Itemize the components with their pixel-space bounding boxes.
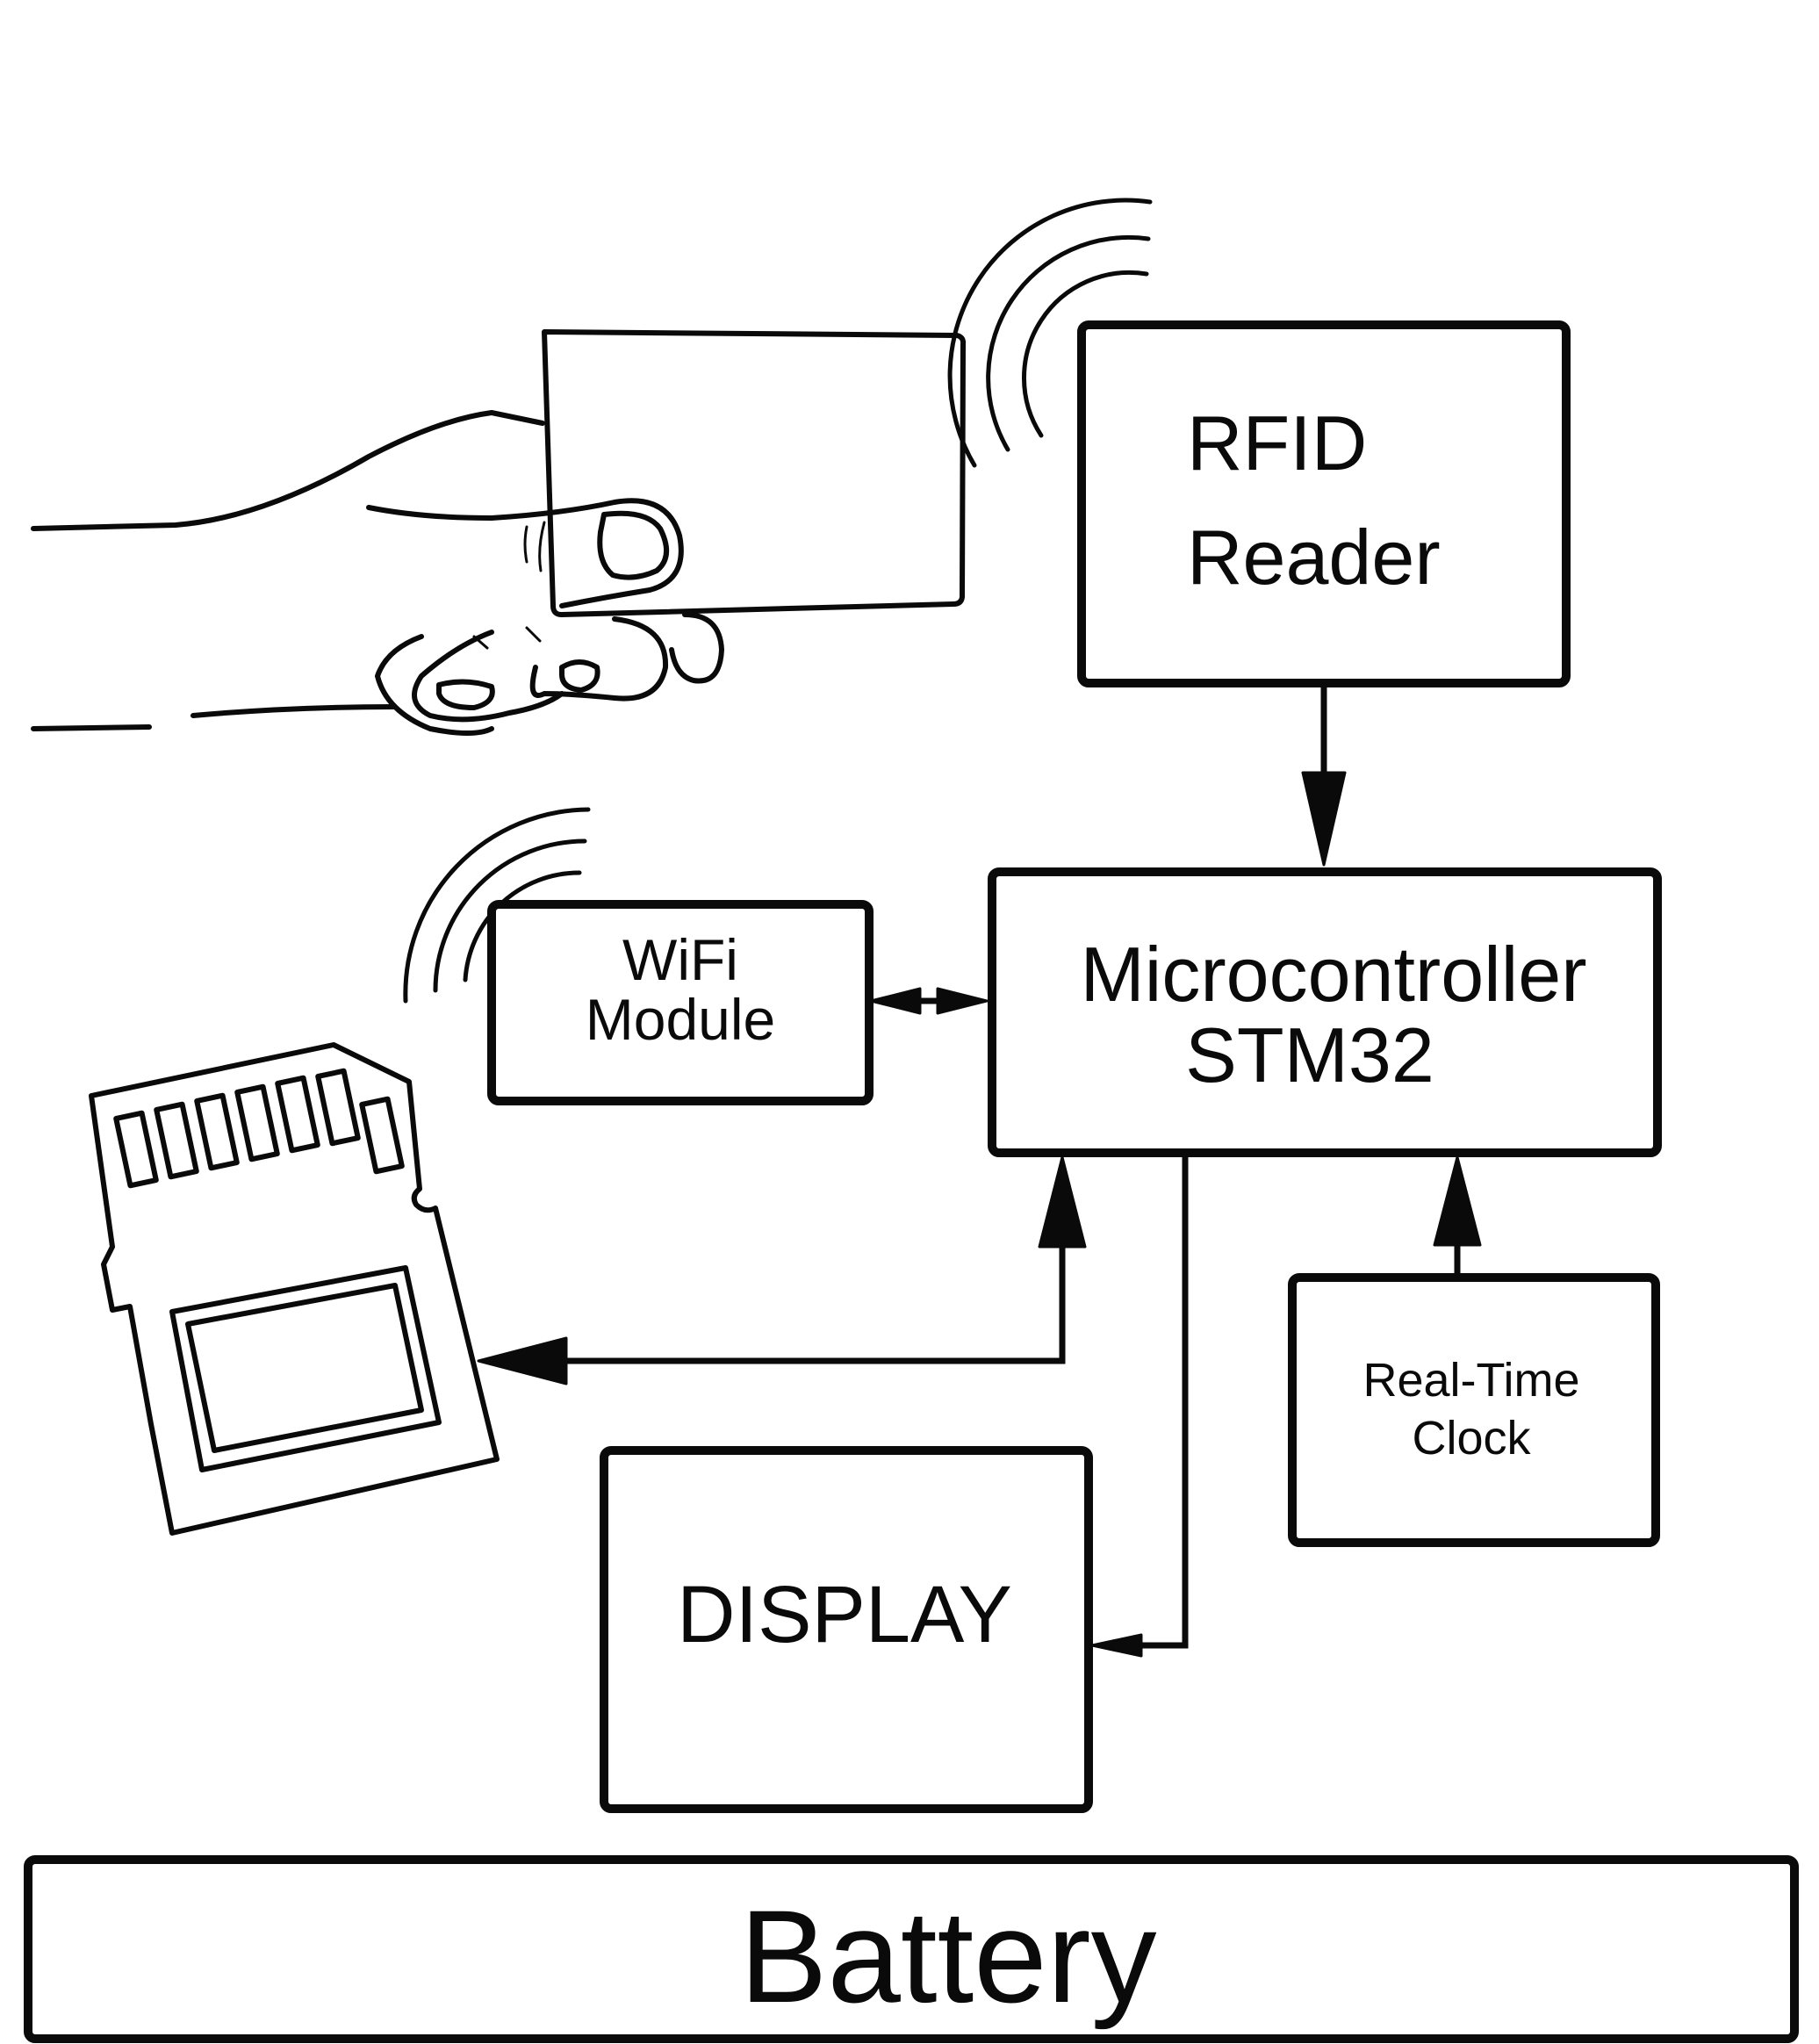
mcu-sd-line [562,1229,1066,1364]
arrowhead-mcu-up-sd [1038,1155,1087,1249]
arm-upper-line [31,410,545,531]
finger-1 [669,612,724,684]
fingernail-small [436,679,495,710]
sd-card-label-inner [185,1283,424,1453]
finger-4 [375,634,494,736]
real-time-clock-label-line2: Clock [1412,1412,1531,1465]
arrowhead-to-display [1090,1633,1143,1658]
arrowheads [477,771,1482,1658]
arrowhead-wifi-right [936,987,989,1015]
rfid-reader-label-line2: Reader [1187,514,1441,601]
real-time-clock-box [1288,1273,1660,1547]
rfid-card [542,329,967,617]
arrowhead-wifi-left [869,987,922,1015]
arrowhead-rfid-to-mcu [1301,771,1347,867]
rfid-signal-waves [947,198,1153,468]
arm-lower-line [31,724,152,731]
thumb [366,498,684,608]
battery-box [24,1855,1799,2043]
wifi-module-label-line2: Module [586,987,775,1052]
real-time-clock-label-line1: Real-Time [1362,1354,1579,1407]
display-label: DISPLAY [677,1570,1012,1659]
arrowhead-to-sd-card [477,1336,568,1385]
wifi-module-box [487,900,874,1105]
finger-2 [529,616,669,702]
rfid-reader-box [1077,320,1571,687]
wifi-module-label-line1: WiFi [622,927,738,992]
finger-3 [412,630,564,723]
hand-with-card-illustration [31,329,967,736]
sd-card-illustration [89,1042,500,1536]
rfid-reader-label-line1: RFID [1187,399,1367,486]
mcu-display-line [1134,1155,1189,1649]
sd-card-body [89,1042,500,1536]
microcontroller-label-line1: Microcontroller [1080,931,1586,1018]
microcontroller-box [988,867,1662,1157]
display-box [600,1446,1093,1813]
wrist-lower-line [191,704,398,718]
microcontroller-label-line2: STM32 [1185,1011,1434,1098]
thumbnail [597,510,669,580]
arrowhead-rtc-to-mcu [1433,1155,1482,1247]
battery-label: Battery [739,1882,1156,2030]
sd-card-label-outer [169,1265,442,1472]
fingernail-small-2 [559,659,600,693]
sd-card-contacts [113,1068,405,1189]
